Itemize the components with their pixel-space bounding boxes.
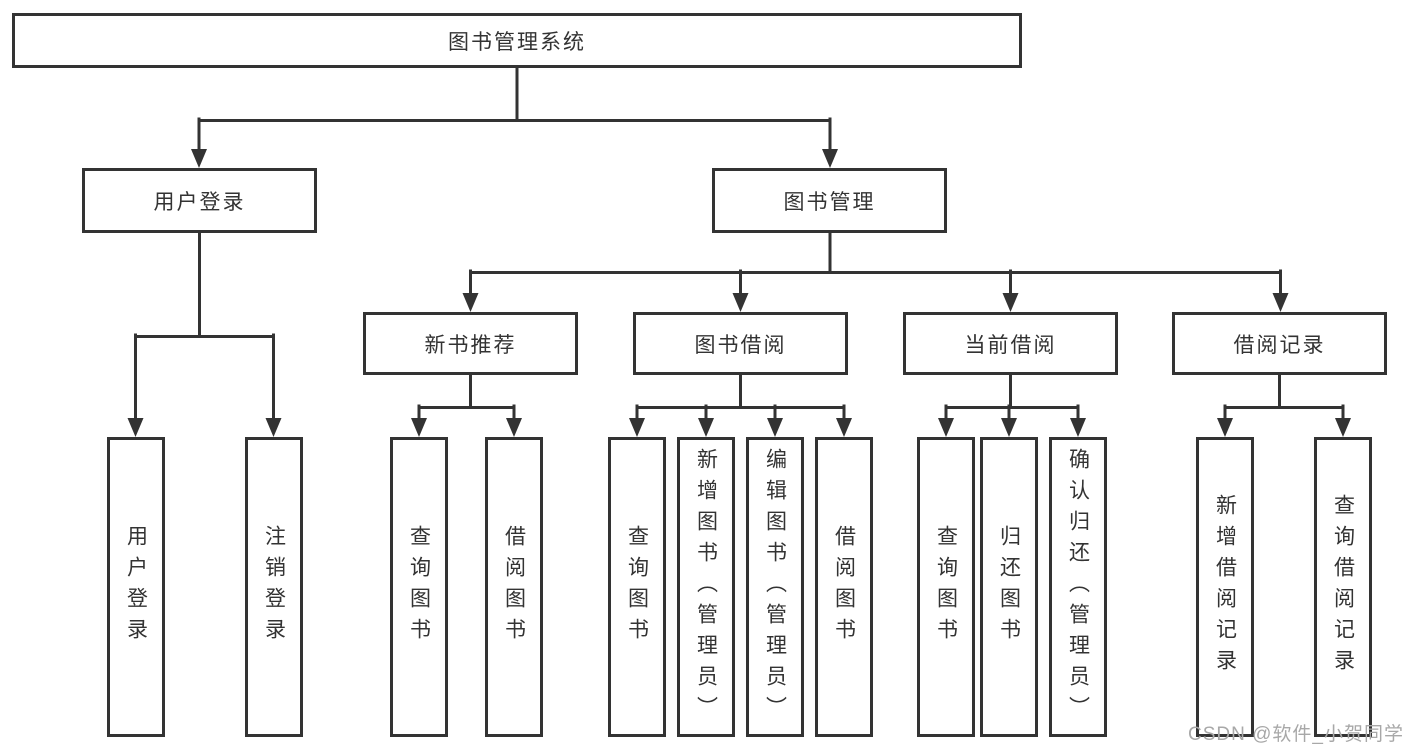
connector-book-borrow-children	[635, 373, 846, 425]
node-borrow-books: 借阅图书	[815, 437, 873, 737]
node-query-books: 查询图书	[608, 437, 666, 737]
connector-current-borrow-children	[944, 373, 1080, 425]
node-confirm-return-admin: 确认归还（管理员）	[1049, 437, 1107, 737]
arrowhead-book-management-sections	[462, 293, 1289, 312]
node-add-books-admin: 新增图书（管理员）	[677, 437, 735, 737]
node-current-borrowing: 当前借阅	[903, 312, 1118, 375]
node-add-borrow-record: 新增借阅记录	[1196, 437, 1254, 737]
node-query-borrow-record: 查询借阅记录	[1314, 437, 1372, 737]
arrowhead-root-to-level2	[191, 149, 838, 168]
connector-borrow-record-children	[1223, 373, 1345, 425]
node-new-book-recommendation: 新书推荐	[363, 312, 578, 375]
node-book-management: 图书管理	[712, 168, 947, 233]
arrowhead-borrow-record-children	[1217, 418, 1351, 437]
connector-user-login-children	[134, 231, 275, 426]
node-logout: 注销登录	[245, 437, 303, 737]
node-root: 图书管理系统	[12, 13, 1022, 68]
connector-root-to-level2	[197, 66, 832, 155]
node-query-books: 查询图书	[917, 437, 975, 737]
node-return-books: 归还图书	[980, 437, 1038, 737]
csdn-watermark: CSDN @软件_小贺同学	[1188, 724, 1404, 745]
connector-book-management-sections	[469, 231, 1282, 299]
arrowhead-new-book-children	[411, 418, 522, 437]
node-edit-books-admin: 编辑图书（管理员）	[746, 437, 804, 737]
node-book-borrowing: 图书借阅	[633, 312, 848, 375]
node-borrow-books: 借阅图书	[485, 437, 543, 737]
connector-new-book-children	[417, 373, 516, 425]
node-user-login: 用户登录	[82, 168, 317, 233]
node-query-books: 查询图书	[390, 437, 448, 737]
node-do-login: 用户登录	[107, 437, 165, 737]
arrowhead-current-borrow-children	[938, 418, 1086, 437]
arrowhead-user-login-children	[127, 418, 282, 437]
arrowhead-book-borrow-children	[629, 418, 852, 437]
node-borrowing-records: 借阅记录	[1172, 312, 1387, 375]
